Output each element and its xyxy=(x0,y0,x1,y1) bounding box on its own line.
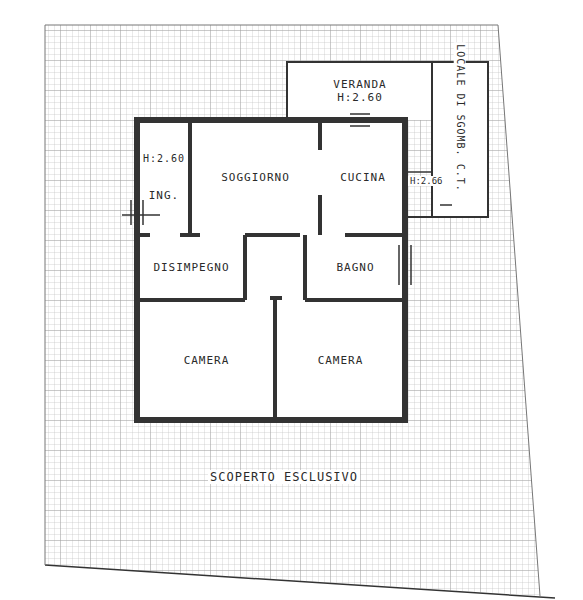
room-label: H:2.60 xyxy=(141,153,187,165)
thin-wall xyxy=(431,120,433,217)
room-label: CUCINA xyxy=(338,171,388,184)
room-label: BAGNO xyxy=(334,261,376,274)
room: CUCINA xyxy=(323,123,403,233)
room: CAMERA xyxy=(278,303,403,418)
room-label: LOCALE DI SGOMB. C.T. xyxy=(454,42,466,193)
lot-boundary xyxy=(45,565,555,598)
room-label: CAMERA xyxy=(182,354,232,367)
house-floor xyxy=(137,120,405,420)
height-note: H:2.66 xyxy=(408,176,445,186)
lot-boundary xyxy=(45,25,540,596)
window-mark xyxy=(122,114,452,285)
lot-boundary xyxy=(45,25,46,565)
thin-wall xyxy=(405,171,432,173)
room: DISIMPEGNO xyxy=(140,238,243,298)
room: LOCALE DI SGOMB. C.T. xyxy=(434,64,486,172)
room-label: DISIMPEGNO xyxy=(151,261,231,274)
room-label: CAMERA xyxy=(316,354,366,367)
room: BAGNO xyxy=(308,238,403,298)
interior-wall xyxy=(137,120,405,420)
room-label: ING. xyxy=(147,189,182,202)
room: CAMERA xyxy=(140,303,273,418)
room: H:2.60ING. xyxy=(140,123,188,233)
room: VERANDAH:2.60 xyxy=(290,64,430,118)
room-label: SCOPERTO ESCLUSIVO xyxy=(208,470,360,484)
room: SOGGIORNO xyxy=(193,123,318,233)
room-label: VERANDA xyxy=(331,78,388,91)
exterior-wall xyxy=(137,120,405,420)
veranda-floor xyxy=(287,62,432,120)
room-label: SOGGIORNO xyxy=(219,171,292,184)
room-label: H:2.60 xyxy=(335,91,385,104)
